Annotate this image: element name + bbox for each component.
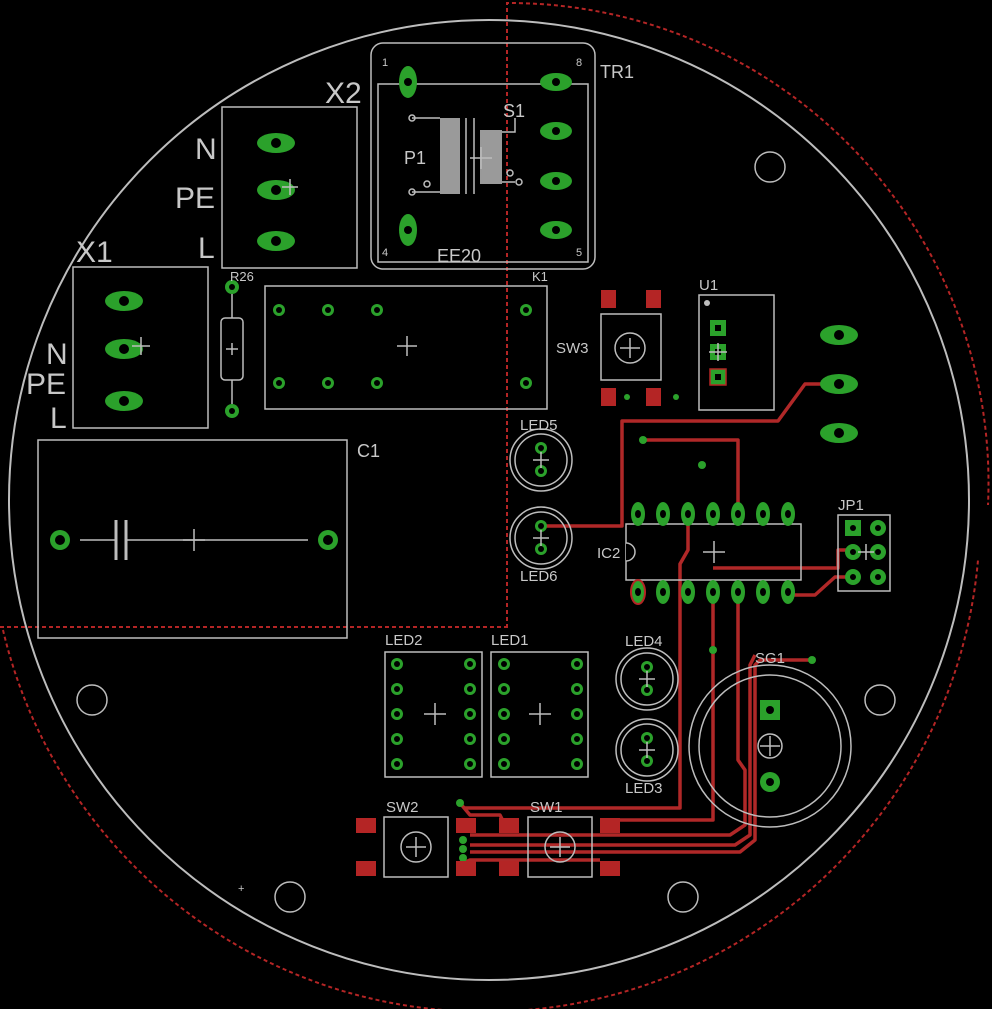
right-connector-pads: [820, 325, 858, 443]
jp1-label: JP1: [838, 497, 864, 514]
x2-terminal-block: [221, 106, 358, 269]
r26-resistor: [220, 280, 244, 418]
sw2-label: SW2: [386, 799, 419, 816]
tr1-label: TR1: [600, 62, 634, 82]
led2-module: [384, 651, 483, 778]
x2-n-label: N: [195, 133, 217, 166]
tr1-secondary-label: S1: [503, 101, 525, 121]
led2-label: LED2: [385, 632, 423, 649]
svg-text:+: +: [238, 883, 244, 895]
led1-module: [490, 651, 589, 778]
led6-label: LED6: [520, 568, 558, 585]
led5-label: LED5: [520, 417, 558, 434]
led3: [615, 718, 679, 782]
tr1-pin4: 4: [382, 247, 388, 259]
tr1-core-label: EE20: [437, 246, 481, 266]
sw1-label: SW1: [530, 799, 563, 816]
tr1-transformer: [370, 42, 596, 270]
k1-relay: [264, 285, 548, 410]
x1-label: X1: [76, 236, 113, 269]
led1-label: LED1: [491, 632, 529, 649]
led4: [615, 647, 679, 711]
board-outline: [8, 19, 970, 981]
board-boundary-right: [506, 1, 990, 628]
k1-label: K1: [532, 269, 548, 284]
u1-label: U1: [699, 277, 718, 294]
x1-pe-label: PE: [26, 368, 66, 401]
sw3-label: SW3: [556, 340, 589, 357]
x1-terminal-block: [72, 266, 209, 429]
ic2-dip-package: [625, 502, 802, 605]
r26-label: R26: [230, 269, 254, 284]
led4-label: LED4: [625, 633, 663, 650]
u1-regulator: [698, 294, 775, 411]
tr1-primary-label: P1: [404, 148, 426, 168]
board-boundary-bottom: [0, 559, 979, 1009]
x2-label: X2: [325, 77, 362, 110]
c1-label: C1: [357, 441, 380, 461]
copper-traces: [457, 382, 855, 868]
x2-l-label: L: [198, 232, 215, 265]
x1-n-label: N: [46, 338, 68, 371]
led6: [509, 506, 573, 570]
vias: [456, 436, 816, 862]
c1-capacitor: [37, 439, 348, 639]
sw2-switch: [356, 816, 476, 878]
sg1-buzzer: [688, 664, 852, 828]
led5: [509, 428, 573, 492]
tr1-pin1: 1: [382, 57, 388, 69]
sw1-switch: [499, 816, 620, 878]
mounting-holes: [76, 151, 896, 913]
sw3-switch: [600, 290, 679, 406]
tr1-pin5: 5: [576, 247, 582, 259]
tr1-pin8: 8: [576, 57, 582, 69]
sg1-label: SG1: [755, 650, 785, 667]
jp1-header: [837, 514, 891, 592]
x1-l-label: L: [50, 402, 67, 435]
x2-pe-label: PE: [175, 182, 215, 215]
ic2-label: IC2: [597, 545, 620, 562]
led3-label: LED3: [625, 780, 663, 797]
